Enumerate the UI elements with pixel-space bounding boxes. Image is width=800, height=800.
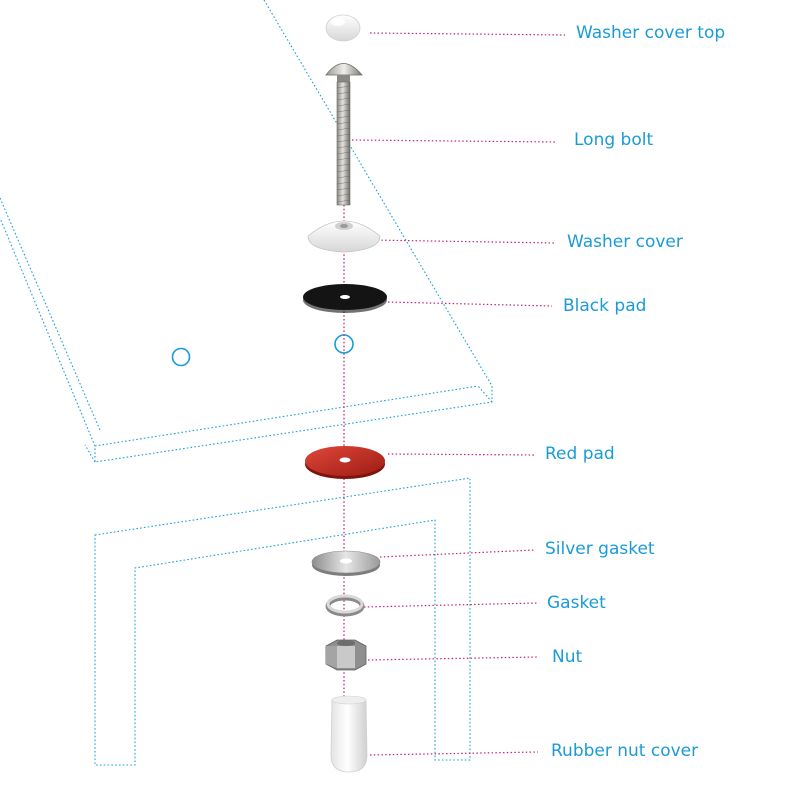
- leader-lines: [351, 32, 566, 756]
- seat-outline: [0, 0, 493, 463]
- red-pad-part: [305, 446, 385, 479]
- label-washer-cover: Washer cover: [567, 232, 683, 252]
- rubber-nut-cover-part: [330, 695, 368, 773]
- label-rubber-nut-cover: Rubber nut cover: [551, 741, 699, 761]
- label-black-pad: Black pad: [563, 296, 647, 316]
- label-washer-cover-top: Washer cover top: [576, 23, 726, 43]
- washer-cover-part: [307, 220, 381, 253]
- label-long-bolt: Long bolt: [574, 130, 654, 150]
- nut-part: [325, 639, 367, 671]
- label-silver-gasket: Silver gasket: [545, 539, 655, 559]
- washer-cover-top-part: [325, 14, 361, 42]
- black-pad-part: [303, 284, 387, 313]
- seat-hole-outline-left: [171, 347, 191, 367]
- label-nut: Nut: [552, 647, 583, 667]
- label-red-pad: Red pad: [545, 444, 615, 464]
- gasket-part: [325, 594, 365, 617]
- label-gasket: Gasket: [547, 593, 606, 613]
- silver-gasket-part: [311, 550, 381, 576]
- bowl-outline: [94, 477, 471, 766]
- long-bolt-part: [325, 63, 363, 206]
